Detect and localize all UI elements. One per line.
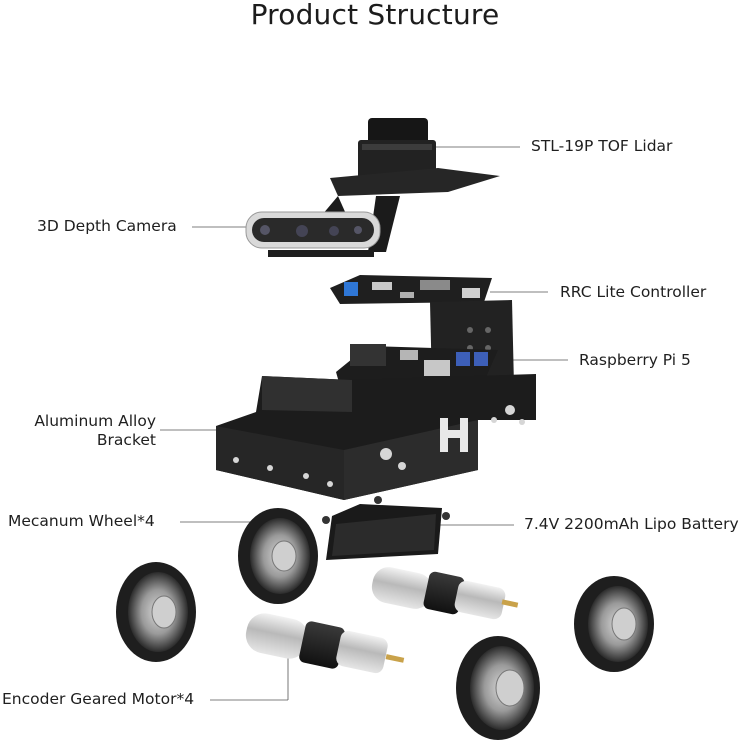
label-controller: RRC Lite Controller [560, 283, 707, 301]
lidar-icon [358, 118, 436, 182]
label-depth-camera: 3D Depth Camera [37, 217, 177, 235]
mecanum-wheel-icon-2 [116, 562, 196, 662]
mecanum-wheel-icon-4 [456, 636, 540, 740]
controller-board-icon [330, 275, 492, 304]
chassis-icon [216, 374, 536, 500]
depth-camera-icon [245, 211, 381, 249]
label-bracket-line1: Aluminum Alloy [34, 412, 156, 430]
raspberry-pi-icon [336, 344, 498, 386]
motor-icon-1 [371, 567, 519, 620]
label-battery: 7.4V 2200mAh Lipo Battery [524, 515, 739, 533]
mecanum-wheel-icon-3 [574, 576, 654, 672]
page-title: Product Structure [250, 0, 500, 31]
label-motor: Encoder Geared Motor*4 [2, 690, 195, 708]
mecanum-wheel-icon-1 [238, 508, 318, 604]
label-mecanum-wheel: Mecanum Wheel*4 [8, 512, 155, 530]
label-bracket-line2: Bracket [96, 431, 156, 449]
motor-icon-2 [245, 613, 405, 674]
label-raspberry-pi: Raspberry Pi 5 [579, 351, 691, 369]
battery-icon [322, 496, 450, 560]
label-lidar: STL-19P TOF Lidar [531, 137, 673, 155]
